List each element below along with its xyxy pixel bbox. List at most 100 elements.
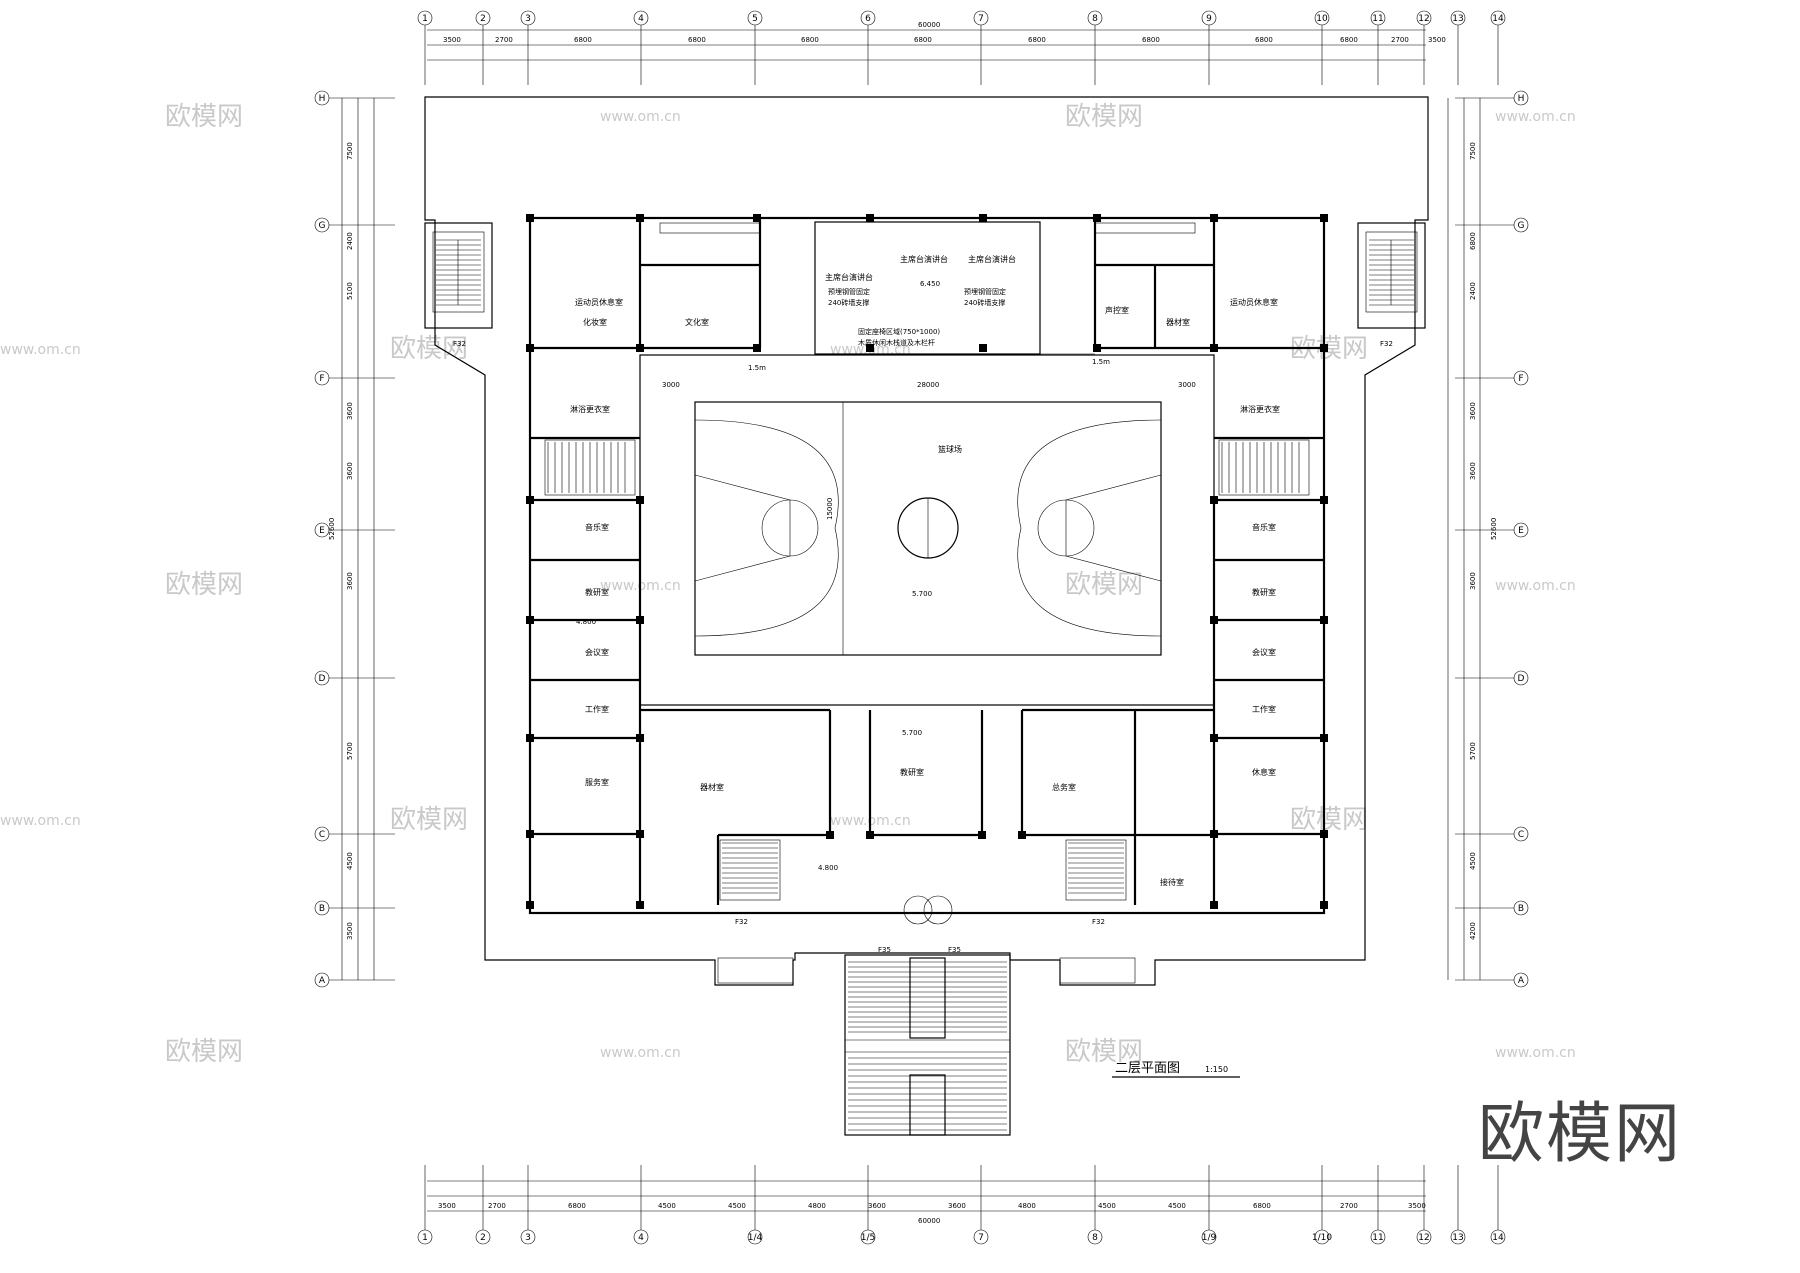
top-axis-7: 7: [973, 10, 989, 26]
column: [1210, 616, 1218, 624]
top-axis-14: 14: [1490, 10, 1506, 26]
svg-text:3600: 3600: [346, 402, 354, 420]
svg-text:D: D: [319, 674, 326, 684]
svg-text:1/4: 1/4: [748, 1233, 763, 1243]
svg-text:4500: 4500: [1098, 1202, 1116, 1210]
svg-text:www.om.cn: www.om.cn: [600, 109, 681, 125]
svg-text:F32: F32: [453, 340, 466, 348]
front-entrance: F35 F35 F32 F32: [717, 895, 1136, 1136]
svg-text:240砖墙支撑: 240砖墙支撑: [828, 298, 869, 307]
svg-text:6800: 6800: [1469, 232, 1477, 250]
bottom-axis-13: 13: [1450, 1229, 1466, 1245]
column: [1210, 830, 1218, 838]
svg-text:3000: 3000: [1178, 381, 1196, 389]
bottom-total-dim: 60000: [918, 1217, 940, 1225]
svg-text:3500: 3500: [1428, 36, 1446, 44]
svg-text:4: 4: [638, 1233, 644, 1243]
column: [636, 214, 644, 222]
svg-text:1/10: 1/10: [1312, 1233, 1332, 1243]
column: [526, 344, 534, 352]
column: [526, 830, 534, 838]
svg-text:欧模网: 欧模网: [165, 570, 243, 600]
left-axis-D: D: [314, 670, 330, 686]
svg-text:12: 12: [1418, 14, 1429, 24]
svg-text:3600: 3600: [948, 1202, 966, 1210]
svg-text:欧模网: 欧模网: [390, 334, 468, 364]
svg-text:F35: F35: [948, 946, 961, 954]
svg-text:8: 8: [1092, 1233, 1098, 1243]
svg-text:7500: 7500: [1469, 142, 1477, 160]
svg-text:6800: 6800: [568, 1202, 586, 1210]
svg-text:会议室: 会议室: [585, 647, 609, 657]
top-dimension-lines: 60000: [427, 21, 1426, 61]
bottom-axis-6: 1/5: [860, 1229, 876, 1245]
svg-text:11: 11: [1372, 1233, 1383, 1243]
svg-text:4500: 4500: [658, 1202, 676, 1210]
svg-text:6: 6: [865, 14, 871, 24]
column: [526, 496, 534, 504]
svg-text:欧模网: 欧模网: [165, 1037, 243, 1067]
svg-text:14: 14: [1492, 14, 1504, 24]
svg-text:10: 10: [1316, 14, 1328, 24]
svg-text:2700: 2700: [495, 36, 513, 44]
svg-text:2700: 2700: [1340, 1202, 1358, 1210]
svg-text:8: 8: [1092, 14, 1098, 24]
top-total-dim: 60000: [918, 21, 940, 29]
column: [978, 831, 986, 839]
svg-text:欧模网: 欧模网: [165, 102, 243, 132]
svg-text:2400: 2400: [346, 232, 354, 250]
svg-text:H: H: [1518, 94, 1525, 104]
svg-text:1.5m: 1.5m: [748, 364, 766, 372]
svg-text:6800: 6800: [914, 36, 932, 44]
svg-text:28000: 28000: [917, 381, 939, 389]
column: [1210, 734, 1218, 742]
top-axis-11: 11: [1370, 10, 1386, 26]
top-axis-8: 8: [1087, 10, 1103, 26]
column: [636, 901, 644, 909]
left-dimension-lines: 52600: [328, 98, 375, 980]
svg-text:F: F: [319, 374, 324, 384]
svg-text:欧模网: 欧模网: [390, 805, 468, 835]
column: [526, 214, 534, 222]
column: [866, 214, 874, 222]
svg-text:6800: 6800: [1028, 36, 1046, 44]
svg-text:4500: 4500: [1168, 1202, 1186, 1210]
right-axis-G: G: [1513, 217, 1529, 233]
column: [636, 734, 644, 742]
column: [1320, 901, 1328, 909]
svg-text:服务室: 服务室: [585, 777, 609, 787]
svg-text:4500: 4500: [728, 1202, 746, 1210]
left-axis-G: G: [314, 217, 330, 233]
bottom-axis-14: 14: [1490, 1229, 1506, 1245]
column: [636, 344, 644, 352]
svg-text:1/9: 1/9: [1202, 1233, 1217, 1243]
svg-text:3500: 3500: [1408, 1202, 1426, 1210]
court-label: 篮球场: [938, 444, 962, 454]
svg-text:4800: 4800: [1018, 1202, 1036, 1210]
svg-text:6800: 6800: [1340, 36, 1358, 44]
svg-text:F32: F32: [1092, 918, 1105, 926]
top-axis-6: 6: [860, 10, 876, 26]
column: [1018, 831, 1026, 839]
column: [1320, 616, 1328, 624]
column: [753, 214, 761, 222]
svg-text:6800: 6800: [574, 36, 592, 44]
column: [1210, 344, 1218, 352]
svg-text:运动员休息室: 运动员休息室: [1230, 297, 1278, 307]
svg-text:5: 5: [752, 14, 758, 24]
svg-text:3500: 3500: [443, 36, 461, 44]
svg-text:11: 11: [1372, 14, 1383, 24]
svg-text:3600: 3600: [346, 462, 354, 480]
column: [636, 616, 644, 624]
bottom-axis-1: 1: [417, 1229, 433, 1245]
drawing-title-text: 二层平面图: [1115, 1061, 1180, 1076]
svg-text:主席台演讲台: 主席台演讲台: [968, 254, 1016, 264]
svg-text:3500: 3500: [346, 922, 354, 940]
svg-text:5700: 5700: [346, 742, 354, 760]
column: [1093, 214, 1101, 222]
svg-text:3600: 3600: [868, 1202, 886, 1210]
